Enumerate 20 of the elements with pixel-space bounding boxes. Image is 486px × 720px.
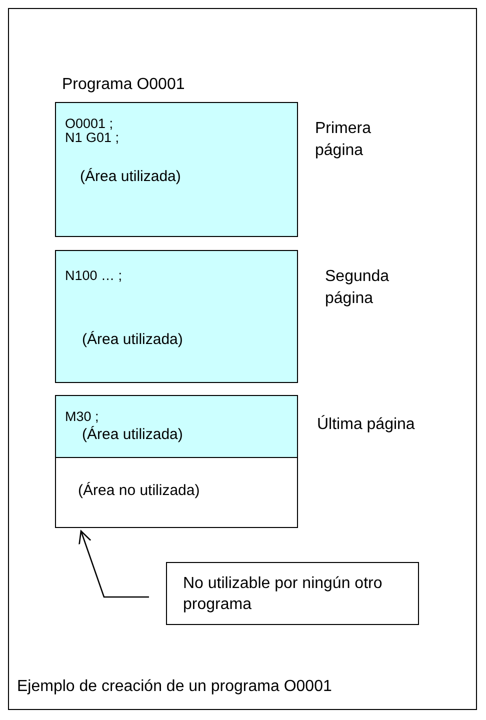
note-box bbox=[166, 562, 419, 625]
title: Programa O0001 bbox=[62, 76, 185, 93]
area-label: (Área utilizada) bbox=[82, 426, 183, 443]
code-line: O0001 ; bbox=[65, 117, 114, 131]
page-caption: Primera página bbox=[315, 119, 372, 161]
code-line: N100 … ; bbox=[65, 269, 122, 283]
leader-line bbox=[78, 530, 149, 598]
area-label: (Área no utilizada) bbox=[78, 482, 200, 499]
area-label: (Área utilizada) bbox=[80, 168, 181, 185]
page-caption: Última página bbox=[317, 414, 416, 435]
unused-area-box bbox=[55, 457, 298, 528]
memory-page-box bbox=[55, 395, 298, 458]
note-text: No utilizable por ningún otro programa bbox=[183, 574, 384, 615]
memory-page-box bbox=[55, 250, 298, 383]
area-label: (Área utilizada) bbox=[82, 331, 183, 348]
memory-page-box bbox=[55, 102, 298, 237]
caption: Ejemplo de creación de un programa O0001 bbox=[17, 678, 332, 695]
page-caption: Segunda página bbox=[325, 267, 390, 309]
code-line: N1 G01 ; bbox=[65, 131, 120, 145]
code-line: M30 ; bbox=[65, 410, 99, 424]
